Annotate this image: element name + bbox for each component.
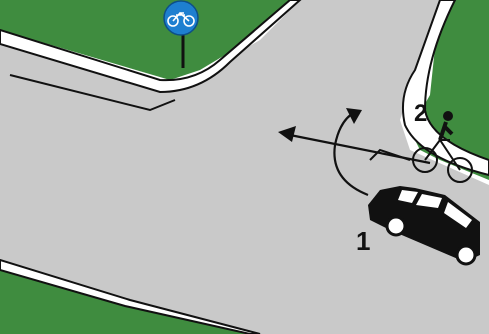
car-rear-wheel (457, 246, 475, 264)
cyclist-head (443, 111, 453, 121)
car-front-wheel (387, 217, 405, 235)
cyclist-label: 2 (414, 102, 427, 126)
car-label: 1 (356, 228, 370, 254)
